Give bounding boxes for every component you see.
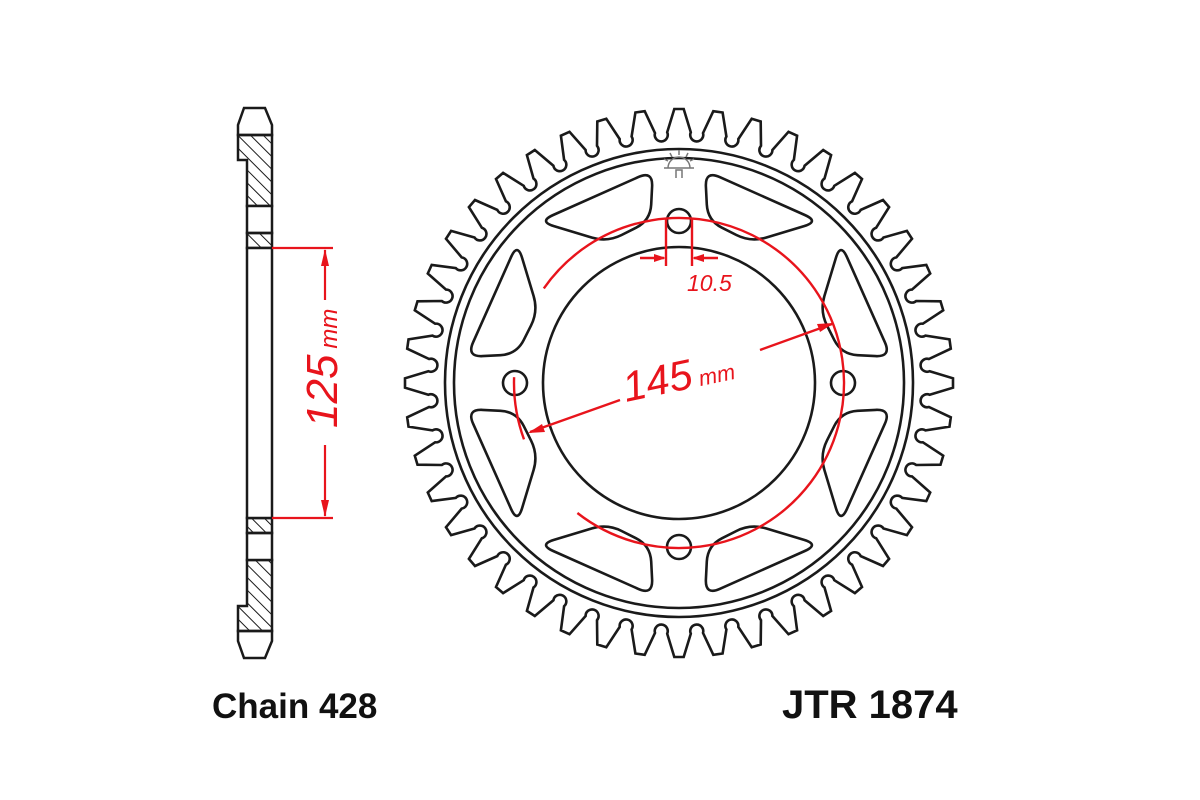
bolt-circle-arc-left: [512, 377, 526, 440]
lightening-window: [544, 525, 654, 593]
lightening-window: [469, 248, 537, 358]
sprocket-teeth-outline: [403, 107, 955, 659]
side-dimension-unit: mm: [316, 309, 343, 349]
jt-sun-logo-icon: [663, 150, 695, 178]
bolt-circle-arc: [542, 216, 846, 550]
part-number-caption: JTR 1874: [782, 683, 958, 727]
bolt-hole-top: [665, 207, 693, 235]
arrow-down-icon: [321, 500, 329, 517]
bolt-circle-label: 145mm: [618, 341, 738, 410]
lightening-window: [544, 173, 654, 241]
lightening-window: [821, 408, 889, 518]
top-tooth-cap: [236, 106, 274, 137]
inner-rim-circle: [452, 156, 906, 610]
lower-bolt-hole-section: [245, 531, 274, 562]
arrow-up-icon: [321, 249, 329, 266]
lightening-window: [821, 248, 889, 358]
upper-bolt-hole-section: [245, 204, 274, 235]
arrow-left-icon: [528, 424, 545, 433]
bolt-circle-unit: mm: [696, 359, 737, 391]
lower-hatched-section: [236, 558, 274, 633]
lightening-window: [704, 173, 814, 241]
hole-dimension-label: 10.5: [687, 270, 732, 296]
side-profile-view: [236, 106, 274, 660]
lightening-window: [704, 525, 814, 593]
lower-hub-hatch: [245, 516, 274, 535]
upper-hatched-section: [236, 133, 274, 208]
bolt-circle-dimension: [512, 216, 846, 550]
arrow-left-icon: [692, 254, 704, 262]
side-dimension-value: 125: [298, 354, 347, 428]
lightening-window: [469, 408, 537, 518]
bolt-circle-value: 145: [618, 350, 697, 411]
pcd-dimension-line-left: [529, 398, 621, 434]
chain-caption: Chain 428: [212, 687, 377, 726]
center-bore-section: [245, 246, 274, 520]
pcd-dimension-side: [272, 246, 333, 520]
arrow-right-icon: [817, 323, 834, 332]
center-bore: [541, 245, 817, 521]
outer-rim-circle: [443, 147, 915, 619]
arrow-right-icon: [654, 254, 666, 262]
upper-hub-hatch: [245, 231, 274, 250]
bottom-tooth-cap: [236, 629, 274, 660]
side-dimension-label: 125 mm: [298, 309, 347, 428]
